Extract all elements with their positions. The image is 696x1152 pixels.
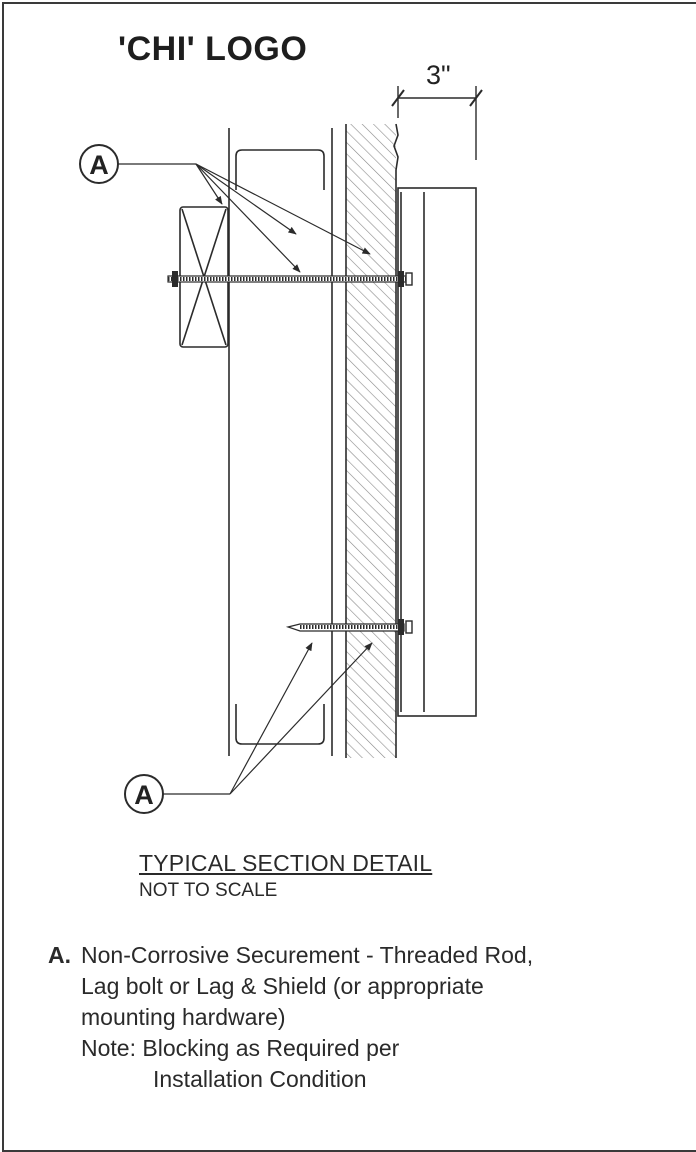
note-line-4: Note: Blocking as Required per [81,1035,400,1061]
dimension-line [391,86,483,160]
section-drawing: A A [79,86,483,814]
note-line-5: Installation Condition [153,1066,367,1092]
callout-letter-lower: A [134,780,154,810]
drawing-title: 'CHI' LOGO [118,30,308,68]
note-key: A. [48,942,71,968]
lag-bolt [285,619,413,635]
notes-block: A. Non-Corrosive Securement - Threaded Ro… [48,940,533,1095]
note-text-1: Non-Corrosive Securement - Threaded Rod, [81,942,534,968]
threaded-rod [167,271,413,287]
stud-channel [228,128,333,756]
note-line-1: A. Non-Corrosive Securement - Threaded Ro… [48,940,533,971]
callout-lower: A [124,642,373,814]
sign-cabinet [397,187,477,717]
callout-upper: A [79,144,371,273]
wall-substrate [345,123,399,758]
note-line-2: Lag bolt or Lag & Shield (or appropriate [81,973,484,999]
dimension-label: 3" [426,60,451,90]
note-line-3: mounting hardware) [81,1004,286,1030]
section-title: TYPICAL SECTION DETAIL [139,850,433,876]
callout-letter-upper: A [89,150,109,180]
section-subtitle: NOT TO SCALE [139,880,278,901]
